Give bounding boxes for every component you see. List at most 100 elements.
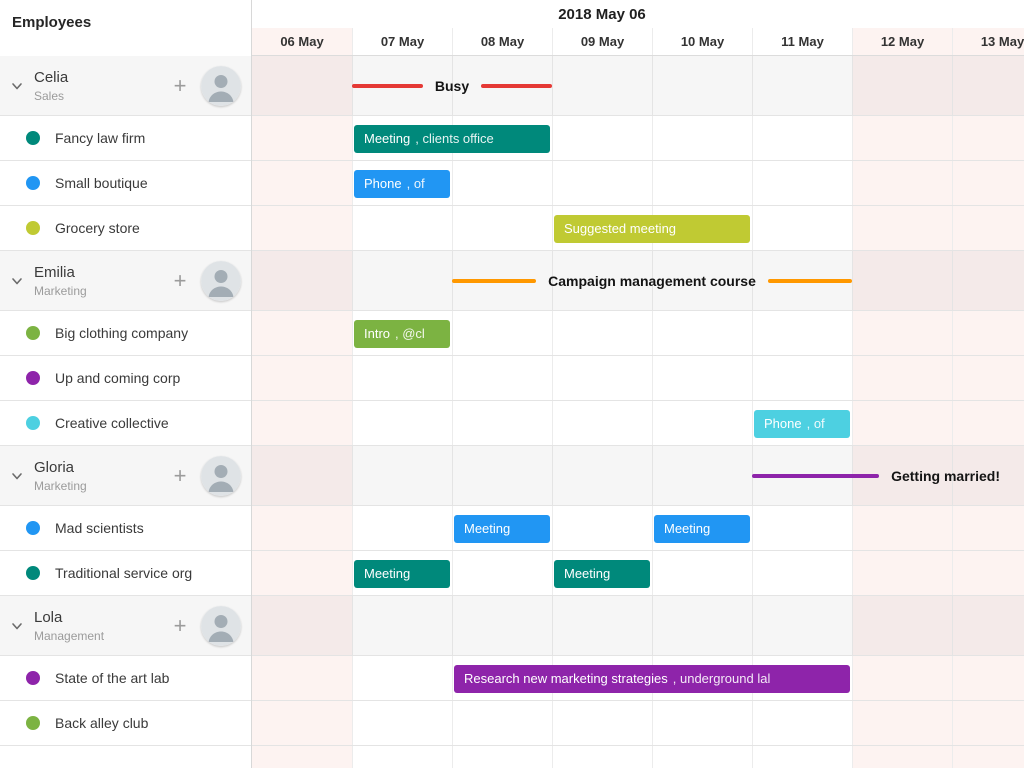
- timeline-title: 2018 May 06: [558, 5, 646, 23]
- event-meeting[interactable]: Meeting: [654, 514, 750, 543]
- timeline-row-creative-collective: [252, 401, 1024, 446]
- timeline-row-mad-scientists: [252, 506, 1024, 551]
- resource-row-state-of-the-art-lab: State of the art lab: [0, 656, 251, 701]
- group-role: Marketing: [34, 478, 87, 493]
- event-meeting[interactable]: Meeting: [554, 559, 650, 588]
- chevron-down-icon[interactable]: [0, 79, 34, 93]
- resource-name: Up and coming corp: [55, 370, 181, 386]
- timeline-row-lola: [252, 596, 1024, 656]
- resource-row-small-boutique: Small boutique: [0, 161, 251, 206]
- grid-column-09-may: [552, 56, 652, 768]
- resource-name: Creative collective: [55, 415, 169, 431]
- grid-column-08-may: [452, 56, 552, 768]
- grid-column-06-may: [252, 56, 352, 768]
- event-research-new-marketing-strategies[interactable]: Research new marketing strategies , under…: [454, 664, 850, 693]
- day-header-13-may: 13 May: [952, 28, 1024, 55]
- event-meeting[interactable]: Meeting: [354, 559, 450, 588]
- chevron-down-icon[interactable]: [0, 619, 34, 633]
- event-label: Campaign management course: [548, 273, 756, 289]
- resource-row-grocery-store: Grocery store: [0, 206, 251, 251]
- grid-column-13-may: [952, 56, 1024, 768]
- event-detail: , clients office: [415, 131, 494, 146]
- resource-name: Traditional service org: [55, 565, 193, 581]
- event-line-segment: [767, 279, 853, 283]
- event-label: Getting married!: [891, 468, 1000, 484]
- resource-row-creative-collective: Creative collective: [0, 401, 251, 446]
- resource-row-big-clothing-company: Big clothing company: [0, 311, 251, 356]
- resource-row-mad-scientists: Mad scientists: [0, 506, 251, 551]
- event-detail: , of: [406, 176, 425, 191]
- event-campaign-management-course[interactable]: Campaign management course: [452, 271, 853, 291]
- event-meeting[interactable]: Meeting, clients office: [354, 124, 550, 153]
- resource-color-dot: [26, 221, 40, 235]
- timeline-row-grocery-store: [252, 206, 1024, 251]
- resource-color-dot: [26, 416, 40, 430]
- resource-name: Big clothing company: [55, 325, 189, 341]
- timeline-row-celia: [252, 56, 1024, 116]
- event-line-segment: [452, 279, 537, 283]
- timeline-row-fancy-law-firm: [252, 116, 1024, 161]
- resource-name: State of the art lab: [55, 670, 170, 686]
- event-label: Phone: [364, 176, 402, 191]
- event-line-segment: [352, 84, 423, 88]
- add-event-button[interactable]: +: [173, 267, 187, 293]
- group-role: Management: [34, 628, 105, 643]
- add-event-button[interactable]: +: [173, 612, 187, 638]
- add-event-button[interactable]: +: [173, 462, 187, 488]
- group-name: Lola: [34, 608, 63, 626]
- grid-column-10-may: [652, 56, 752, 768]
- event-line-segment: [752, 474, 880, 478]
- event-label: Suggested meeting: [564, 221, 677, 236]
- event-detail: , @cl: [395, 326, 425, 341]
- event-phone[interactable]: Phone , of: [354, 169, 450, 198]
- resource-color-dot: [26, 566, 40, 580]
- avatar: [201, 260, 241, 301]
- avatar: [201, 605, 241, 646]
- group-role: Marketing: [34, 283, 87, 298]
- resource-row-fancy-law-firm: Fancy law firm: [0, 116, 251, 161]
- resource-name: Small boutique: [55, 175, 148, 191]
- event-meeting[interactable]: Meeting: [454, 514, 550, 543]
- resource-color-dot: [26, 671, 40, 685]
- grid-column-11-may: [752, 56, 852, 768]
- event-getting-married-[interactable]: Getting married!: [752, 466, 1012, 486]
- event-suggested-meeting[interactable]: Suggested meeting: [554, 214, 750, 243]
- chevron-down-icon[interactable]: [0, 274, 34, 288]
- add-event-button[interactable]: +: [173, 72, 187, 98]
- group-role: Sales: [34, 88, 65, 103]
- grid-column-07-may: [352, 56, 452, 768]
- event-label: Research new marketing strategies: [464, 671, 668, 686]
- day-header-09-may: 09 May: [552, 28, 652, 55]
- group-name: Celia: [34, 68, 69, 86]
- timeline-row-small-boutique: [252, 161, 1024, 206]
- resource-row-back-alley-club: Back alley club: [0, 701, 251, 746]
- chevron-down-icon[interactable]: [0, 469, 34, 483]
- resource-color-dot: [26, 326, 40, 340]
- timeline-row-big-clothing-company: [252, 311, 1024, 356]
- event-phone[interactable]: Phone , of: [754, 409, 850, 438]
- event-detail: , underground lal: [672, 671, 771, 686]
- event-label: Intro: [364, 326, 391, 341]
- day-header-08-may: 08 May: [452, 28, 552, 55]
- resource-name: Mad scientists: [55, 520, 144, 536]
- event-line-segment: [481, 84, 553, 88]
- resource-row-traditional-service-org: Traditional service org: [0, 551, 251, 596]
- timeline-row-emilia: [252, 251, 1024, 311]
- event-label: Phone: [764, 416, 802, 431]
- timeline-row-state-of-the-art-lab: [252, 656, 1024, 701]
- resource-color-dot: [26, 521, 40, 535]
- event-busy[interactable]: Busy: [352, 76, 553, 96]
- event-detail: , of: [806, 416, 825, 431]
- event-intro[interactable]: Intro , @cl: [354, 319, 450, 348]
